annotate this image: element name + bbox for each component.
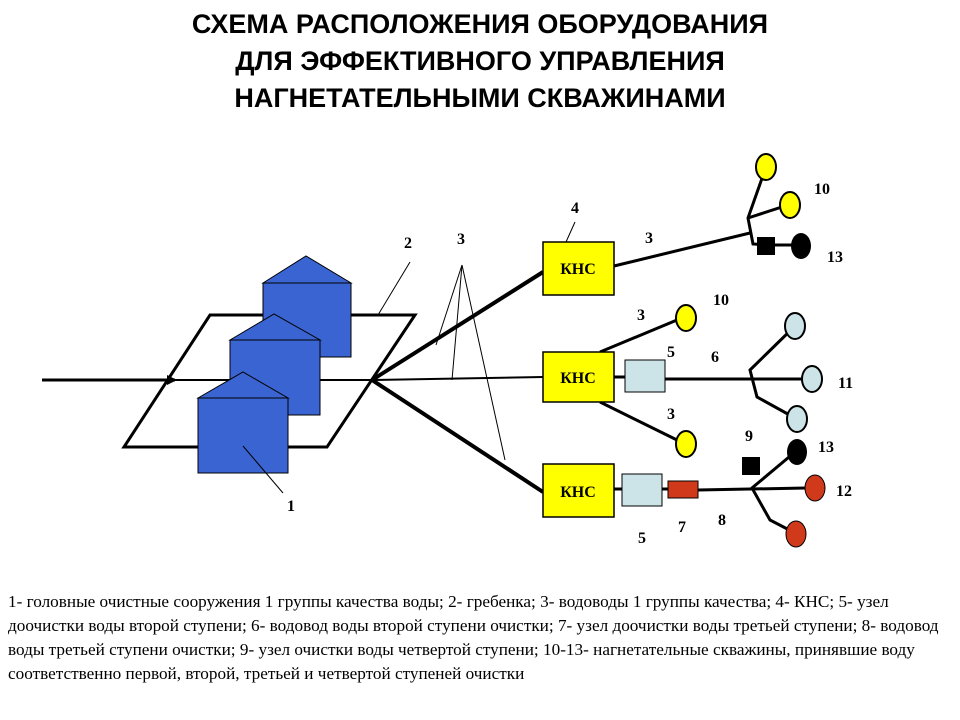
leader-line-2 — [377, 261, 411, 316]
label-2: 2 — [404, 235, 412, 252]
label-7: 7 — [678, 519, 686, 536]
title-line-3: НАГНЕТАТЕЛЬНЫМИ СКВАЖИНАМИ — [234, 83, 726, 113]
legend-caption: 1- головные очистные сооружения 1 группы… — [8, 592, 939, 683]
leader-line-4 — [565, 221, 576, 243]
pipeline-top-branch — [613, 231, 751, 268]
label-13-bottom: 13 — [818, 439, 834, 456]
well-light-blue-icon — [786, 405, 808, 433]
well-red-icon — [785, 520, 807, 548]
kns-station-bottom: КНС — [542, 463, 615, 518]
kns-station-top: КНС — [542, 241, 615, 296]
treatment-facility-front — [196, 371, 290, 474]
label-4: 4 — [571, 200, 579, 217]
label-3-main: 3 — [457, 231, 465, 248]
label-11: 11 — [838, 375, 853, 392]
label-10-top: 10 — [814, 181, 830, 198]
kns-station-middle: КНС — [542, 351, 615, 403]
pipeline-mid-upper — [599, 318, 678, 354]
label-3-mid-lower: 3 — [667, 406, 675, 423]
label-5-bottom: 5 — [638, 530, 646, 547]
well-yellow-icon — [779, 191, 801, 219]
leader-line-1 — [242, 445, 284, 494]
well-cluster-bottom-lines — [750, 450, 796, 535]
pipeline-mid-lower — [599, 400, 678, 442]
well-light-blue-icon — [784, 312, 806, 340]
treatment-node-square-icon — [757, 237, 775, 255]
well-black-icon — [791, 233, 811, 259]
label-6: 6 — [711, 349, 719, 366]
well-yellow-icon — [755, 153, 777, 181]
leader-line-3c — [461, 264, 506, 461]
treatment-node-5-lower — [621, 473, 663, 507]
label-10-mid: 10 — [713, 292, 729, 309]
label-13-top: 13 — [827, 249, 843, 266]
title-line-1: СХЕМА РАСПОЛОЖЕНИЯ ОБОРУДОВАНИЯ — [191, 9, 769, 39]
leader-line-3b — [451, 264, 463, 381]
leader-line-3a — [435, 264, 463, 346]
pipeline-to-kns-middle — [371, 376, 544, 381]
treatment-node-7 — [667, 480, 699, 499]
label-12: 12 — [836, 483, 852, 500]
treatment-node-5-upper — [624, 359, 666, 393]
pipeline-to-kns-top — [370, 270, 545, 382]
label-8: 8 — [718, 512, 726, 529]
page-title: СХЕМА РАСПОЛОЖЕНИЯ ОБОРУДОВАНИЯ ДЛЯ ЭФФЕ… — [0, 6, 960, 117]
well-light-blue-icon — [801, 365, 823, 393]
well-yellow-icon — [675, 304, 697, 332]
kns-label: КНС — [560, 370, 596, 387]
title-line-2: ДЛЯ ЭФФЕКТИВНОГО УПРАВЛЕНИЯ — [235, 46, 725, 76]
pipeline-to-kns-bottom — [370, 378, 545, 494]
label-3-top-branch: 3 — [645, 230, 653, 247]
well-cluster-mid-lines — [748, 324, 797, 420]
label-9: 9 — [745, 428, 753, 445]
kns-label: КНС — [560, 484, 596, 501]
well-black-icon — [787, 439, 807, 465]
kns-label: КНС — [560, 261, 596, 278]
well-red-icon — [804, 474, 826, 502]
well-yellow-icon — [675, 430, 697, 458]
label-5-mid: 5 — [667, 344, 675, 361]
equipment-diagram: КНС КНС КНС 1 2 3 4 3 3 5 6 3 10 13 10 1… — [42, 153, 853, 548]
label-1: 1 — [287, 498, 295, 515]
label-3-mid-upper: 3 — [637, 307, 645, 324]
treatment-node-9-icon — [742, 457, 760, 475]
